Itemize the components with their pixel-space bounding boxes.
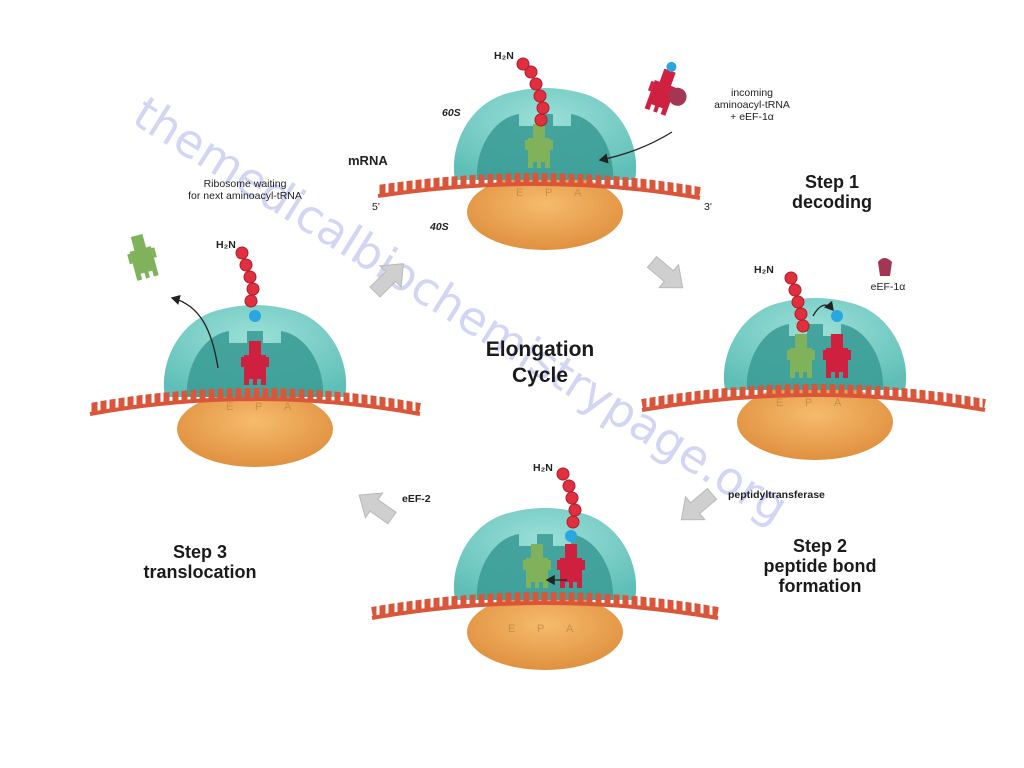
ribosome-top: [453, 57, 637, 250]
waiting-label-2: for next aminoacyl-tRNA: [188, 190, 302, 202]
step2-subtitle-2: formation: [779, 576, 862, 596]
mrna-left: [89, 388, 421, 416]
mrna-right: [641, 384, 986, 412]
ribosome-left: [163, 246, 347, 467]
site-p-left: P: [255, 401, 262, 413]
incoming-label-2: aminoacyl-tRNA: [714, 99, 790, 111]
site-a-bottom: A: [566, 623, 574, 635]
new-amino-acid-right: [831, 310, 843, 322]
new-amino-acid-left: [249, 310, 261, 322]
amino-terminus-label: H₂N: [494, 50, 514, 62]
eef1a-label: eEF-1α: [871, 281, 906, 293]
site-p-right: P: [805, 397, 812, 409]
step1-title: Step 1: [805, 172, 859, 192]
peptide-chain-left: [235, 246, 260, 308]
site-e-left: E: [226, 401, 233, 413]
center-title-line2: Cycle: [512, 364, 568, 387]
amino-terminus-right: H₂N: [754, 264, 774, 276]
mrna-bottom: [371, 592, 719, 620]
subunit-40s-label: 40S: [429, 221, 449, 233]
exiting-trna: [123, 231, 162, 282]
waiting-label-1: Ribosome waiting: [204, 178, 287, 190]
peptide-chain-right: [784, 271, 810, 333]
peptide-chain-bottom: [556, 467, 582, 529]
step2-subtitle-1: peptide bond: [764, 556, 877, 576]
step2-title: Step 2: [793, 536, 847, 556]
site-e-right: E: [776, 397, 783, 409]
cycle-arrow-step1: [641, 250, 693, 300]
site-e-bottom: E: [508, 623, 515, 635]
subunit-60s-label: 60S: [442, 107, 461, 119]
incoming-label-1: incoming: [731, 87, 773, 99]
site-p-label: P: [545, 187, 552, 199]
ribosome-right: [723, 271, 907, 460]
ribosome-bottom: [453, 467, 637, 670]
mrna-label: mRNA: [348, 153, 388, 168]
step3-title: Step 3: [173, 542, 227, 562]
cycle-arrow-step3: [350, 482, 402, 531]
peptide-chain-top: [516, 57, 550, 127]
incoming-arrow: [598, 131, 673, 164]
site-e-label: E: [516, 187, 523, 199]
site-a-left: A: [284, 401, 292, 413]
mrna-top: [377, 172, 701, 200]
center-title-line1: Elongation: [486, 338, 595, 361]
five-prime-label: 5': [372, 201, 380, 213]
site-p-bottom: P: [537, 623, 544, 635]
site-a-right: A: [834, 397, 842, 409]
amino-terminus-left: H₂N: [216, 239, 236, 251]
step1-subtitle: decoding: [792, 192, 872, 212]
peptidyltransferase-label: peptidyltransferase: [728, 489, 825, 501]
eef1a-released: [878, 258, 892, 276]
incoming-label-3: + eEF-1α: [730, 111, 774, 123]
exit-arrow: [170, 294, 219, 369]
step3-subtitle: translocation: [143, 562, 256, 582]
eef2-label: eEF-2: [402, 493, 431, 505]
site-a-label: A: [574, 187, 582, 199]
new-amino-acid-bottom: [565, 530, 577, 542]
amino-terminus-bottom: H₂N: [533, 462, 553, 474]
incoming-aminoacyl-trna: [641, 61, 687, 117]
three-prime-label: 3': [704, 201, 712, 213]
